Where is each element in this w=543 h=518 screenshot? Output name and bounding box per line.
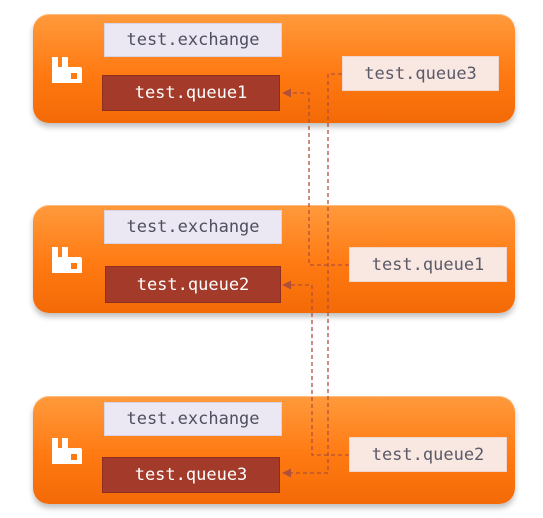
rabbitmq-logo-icon xyxy=(52,247,82,273)
node-3: test.exchange test.queue3 test.queue2 xyxy=(33,396,515,504)
mirror-queue-box: test.queue2 xyxy=(349,437,507,472)
exchange-box: test.exchange xyxy=(104,23,282,57)
mirror-queue-box: test.queue1 xyxy=(349,247,507,282)
rabbitmq-logo-icon xyxy=(52,438,82,464)
exchange-box: test.exchange xyxy=(104,402,282,436)
rabbitmq-logo-icon xyxy=(52,57,82,83)
queue-box: test.queue3 xyxy=(102,457,280,493)
queue-box: test.queue2 xyxy=(105,266,281,303)
mirror-queue-box: test.queue3 xyxy=(342,56,499,91)
node-2: test.exchange test.queue2 test.queue1 xyxy=(33,205,515,313)
node-1: test.exchange test.queue1 test.queue3 xyxy=(33,14,515,123)
exchange-box: test.exchange xyxy=(104,210,282,244)
queue-box: test.queue1 xyxy=(102,75,280,111)
